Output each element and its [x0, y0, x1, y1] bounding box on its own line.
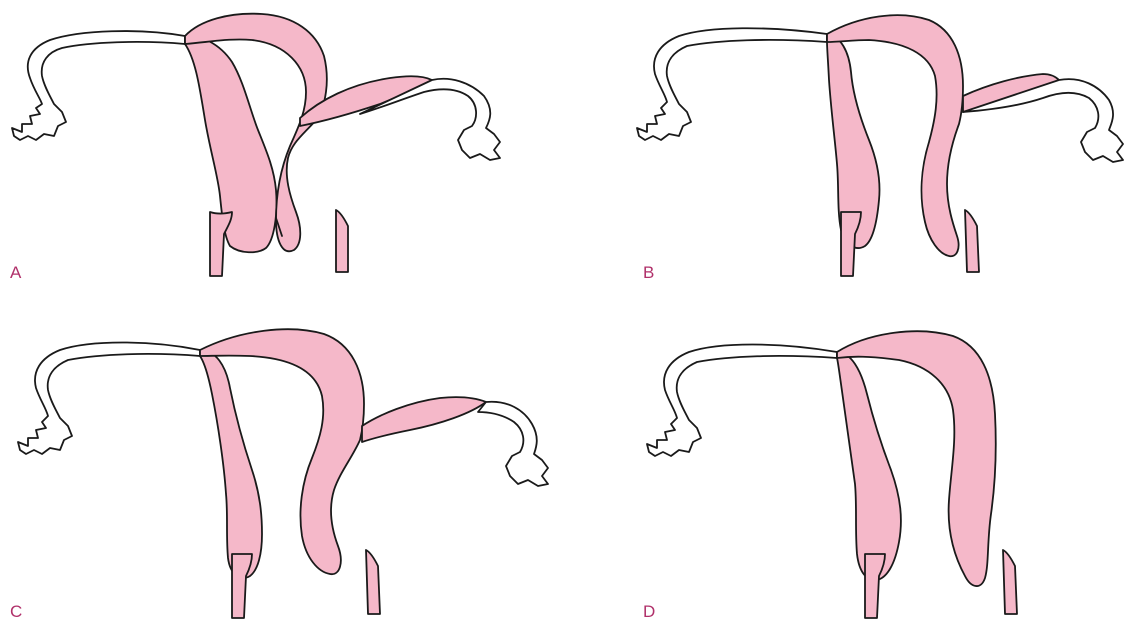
- panel-label-a: A: [10, 263, 21, 283]
- panel-a: A: [0, 0, 569, 314]
- right-fallopian-tube: [478, 402, 548, 486]
- panel-d: D: [569, 314, 1138, 628]
- left-fallopian-tube: [12, 31, 185, 140]
- panel-b: B: [569, 0, 1138, 314]
- vagina-right-wall: [366, 550, 380, 614]
- panel-label-d: D: [643, 602, 655, 622]
- uterus-diagram-d: [569, 314, 1138, 628]
- left-fallopian-tube: [637, 28, 827, 140]
- left-fallopian-tube: [18, 343, 200, 455]
- uterus-diagram-a: [0, 0, 569, 314]
- panel-c: C: [0, 314, 569, 628]
- left-uterine-horn: [200, 350, 262, 578]
- panel-label-c: C: [10, 602, 22, 622]
- right-vagina: [336, 210, 348, 272]
- right-rudimentary-horn: [362, 397, 486, 442]
- vagina-left-wall: [865, 554, 885, 618]
- uterus-diagram-c: [0, 314, 569, 628]
- left-fallopian-tube: [647, 345, 837, 457]
- panel-label-b: B: [643, 263, 654, 283]
- vagina-right-wall: [965, 210, 979, 272]
- left-uterine-horn: [837, 352, 901, 580]
- vagina-right-wall: [1003, 550, 1017, 614]
- uterus-diagram-b: [569, 0, 1138, 314]
- vagina-left-wall: [232, 554, 252, 618]
